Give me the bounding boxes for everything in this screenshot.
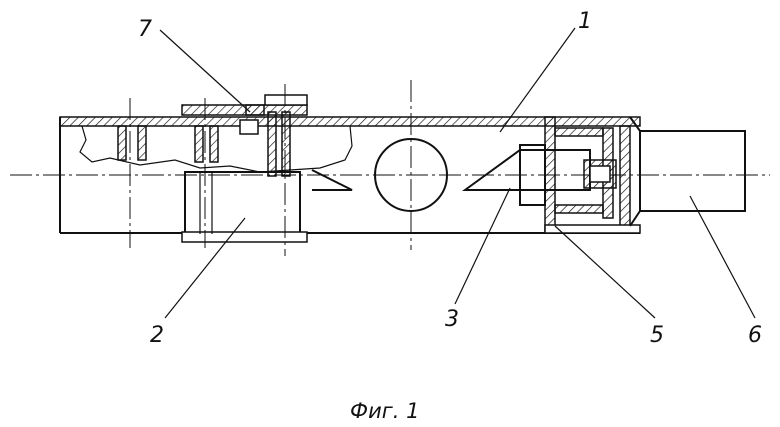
outer-cylinder xyxy=(630,117,745,226)
label-7: 7 xyxy=(138,17,152,42)
label-5: 3 xyxy=(445,307,459,332)
label-1: 1 xyxy=(578,9,592,34)
knife-blade xyxy=(465,150,590,190)
label-6: 6 xyxy=(748,323,762,348)
label-3: 5 xyxy=(650,323,664,348)
figure-caption: Фиг. 1 xyxy=(350,399,419,423)
left-blade xyxy=(312,170,352,190)
label-2: 2 xyxy=(150,323,164,348)
lower-housing xyxy=(182,172,307,242)
